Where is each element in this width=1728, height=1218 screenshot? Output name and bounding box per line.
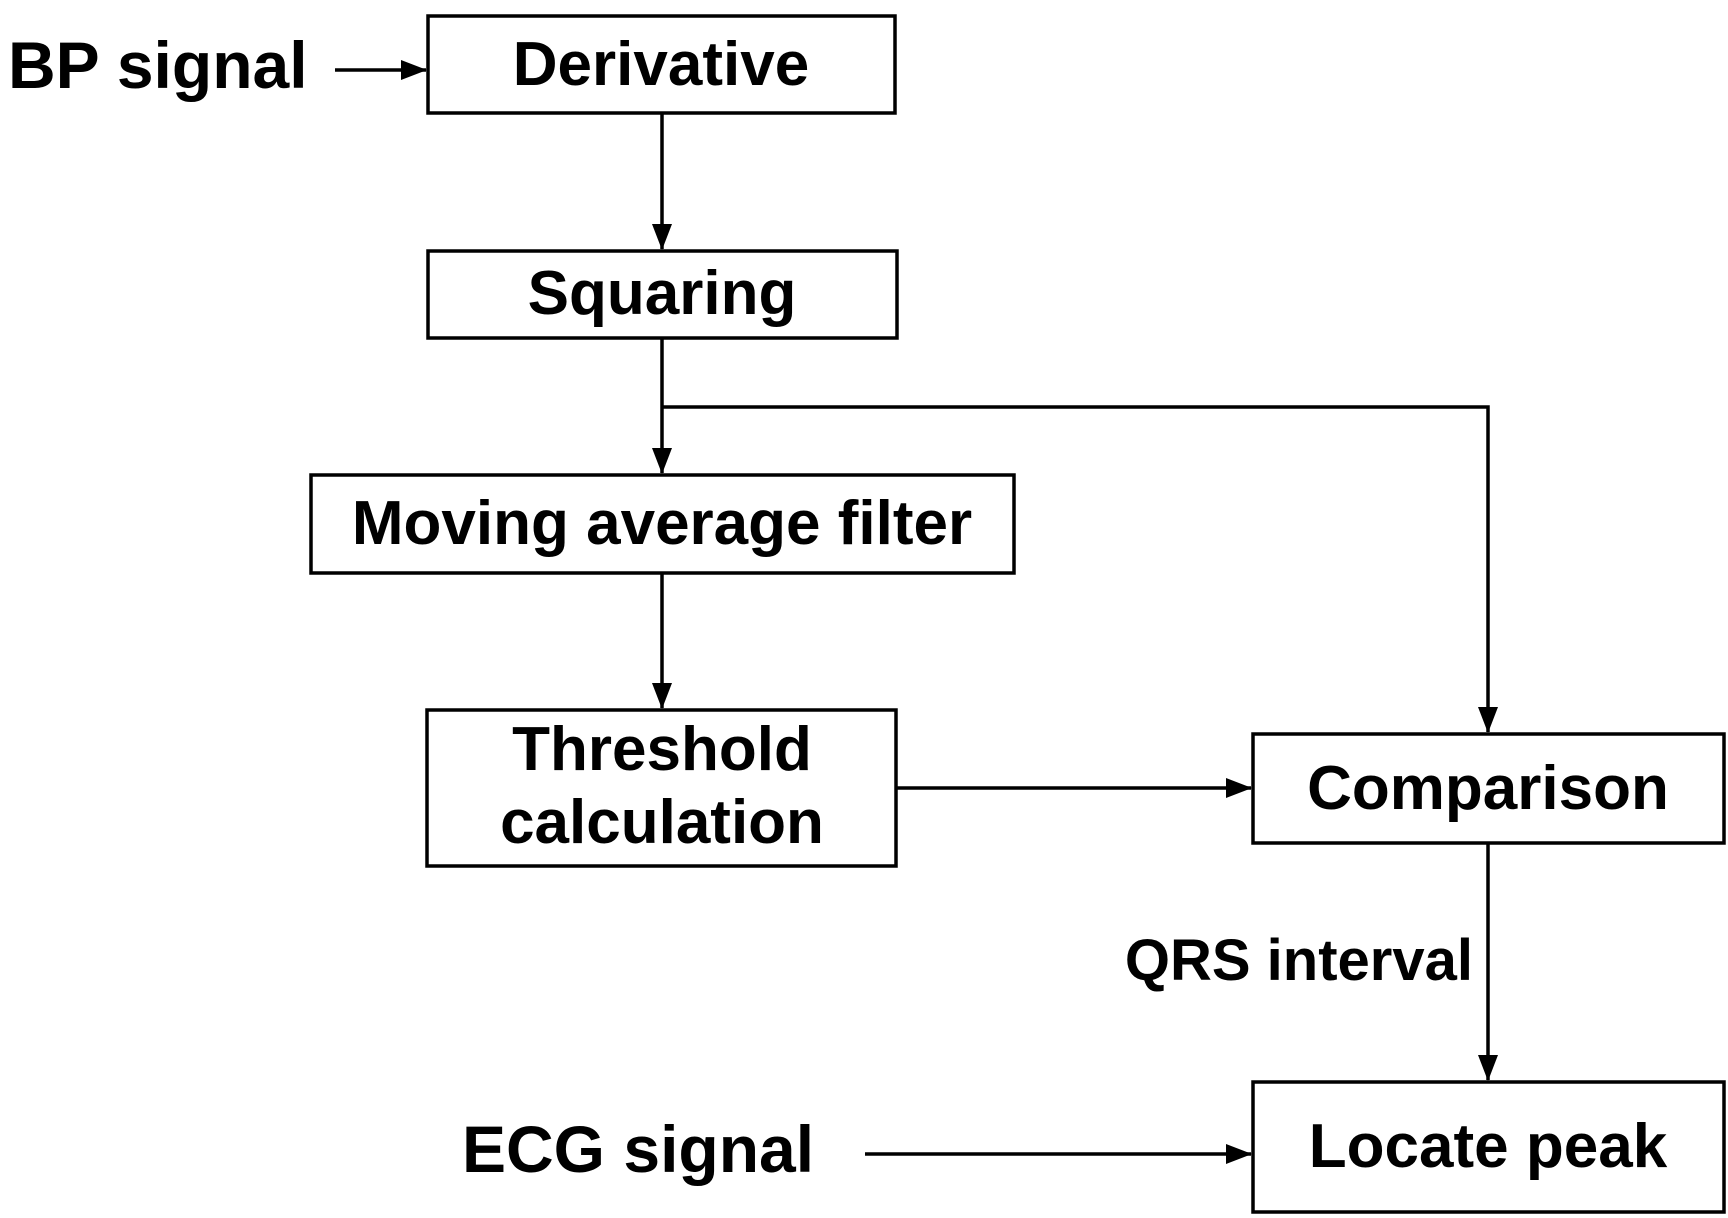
moving-average-box — [309, 473, 1016, 575]
bp-signal-label: BP signal — [8, 28, 308, 102]
ecg-signal-label: ECG signal — [462, 1112, 814, 1186]
locate-peak-label: Locate peak — [1309, 1112, 1668, 1181]
squaring-node: Squaring — [426, 249, 899, 340]
threshold-label-line1: Threshold — [512, 715, 812, 784]
moving-average-node: Moving average filter — [309, 473, 1016, 575]
threshold-label-line2: calculation — [500, 788, 824, 857]
locate-peak-box — [1251, 1080, 1726, 1214]
threshold-calculation-box — [425, 708, 898, 868]
locate-peak-node: Locate peak — [1251, 1080, 1726, 1214]
derivative-node: Derivative — [426, 14, 897, 115]
arrow-squaring-to-comparison — [662, 405, 1498, 733]
derivative-label: Derivative — [513, 30, 809, 99]
moving-average-label: Moving average filter — [352, 489, 972, 558]
squaring-label: Squaring — [528, 259, 797, 328]
qrs-interval-label: QRS interval — [1125, 928, 1473, 993]
comparison-label: Comparison — [1307, 754, 1669, 823]
derivative-box — [426, 14, 897, 115]
comparison-node: Comparison — [1251, 732, 1726, 845]
threshold-calculation-node: Threshold calculation — [425, 708, 898, 868]
squaring-box — [426, 249, 899, 340]
